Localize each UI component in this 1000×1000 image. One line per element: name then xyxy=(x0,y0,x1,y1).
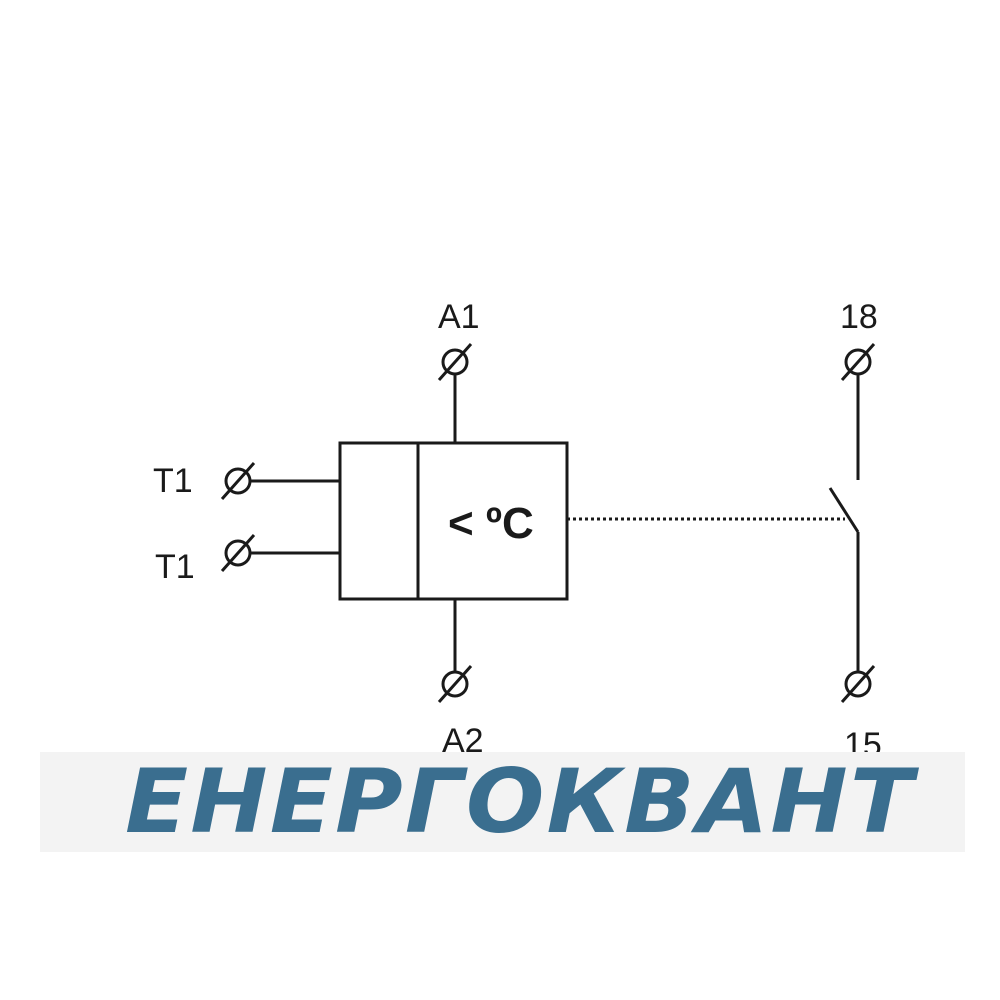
terminal-label-a1: A1 xyxy=(438,298,480,336)
terminal-15-icon xyxy=(840,665,876,703)
terminal-label-t1-top: T1 xyxy=(153,462,193,500)
brand-logo: ЕНЕРГОКВАНТ xyxy=(125,750,919,853)
terminal-a2-icon xyxy=(437,665,473,703)
brand-band xyxy=(40,752,965,852)
terminal-label-18: 18 xyxy=(840,298,878,336)
switch-blade xyxy=(828,487,860,533)
terminal-label-t1-bottom: T1 xyxy=(155,548,195,586)
terminal-t1-bottom-icon xyxy=(220,534,256,572)
temperature-symbol: < ºC xyxy=(448,499,534,548)
terminal-t1-top-icon xyxy=(220,462,256,500)
